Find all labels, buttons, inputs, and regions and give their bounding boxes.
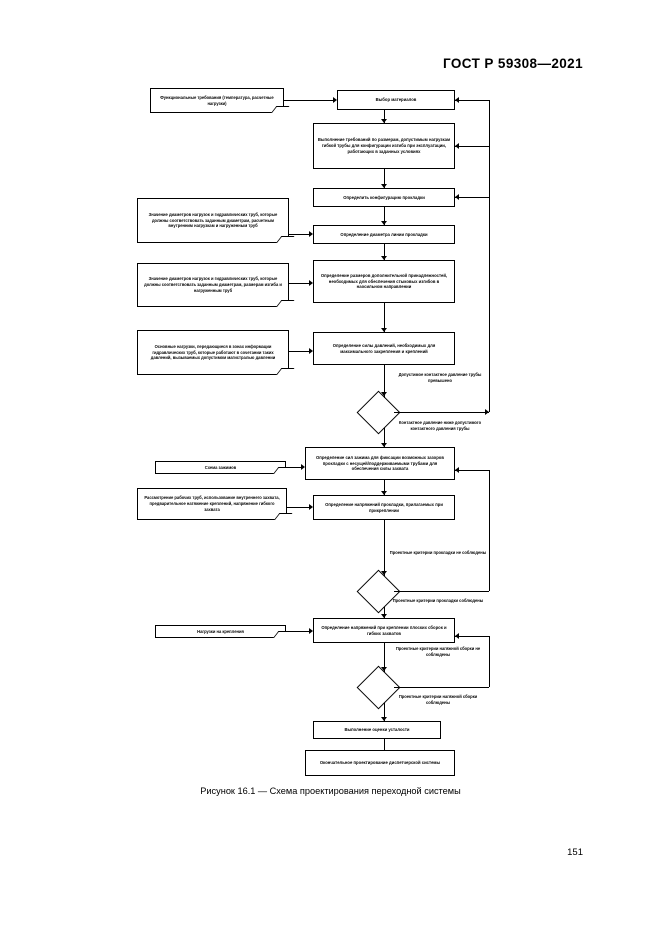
connector-n19-n20 [384,703,385,721]
arrowhead-n1-n2 [333,97,337,103]
arrowhead-n13-n12 [301,464,305,470]
flow-node-attachment-stresses: Определение напряжений прокладки, прилаг… [313,495,455,520]
connector-n13-n12 [286,467,301,468]
connector-n16-n18 [384,607,385,618]
connector-n18-n19 [384,643,385,672]
connector-n16-right [394,591,489,592]
figure-caption: Рисунок 16.1 — Схема проектирования пере… [200,786,461,796]
arrowhead-n3-n4 [381,184,387,188]
arrowhead-n11-n12 [381,443,387,447]
arrowhead-n4-n6 [381,221,387,225]
flowchart-figure: Функциональные требования (температура, … [0,80,661,780]
connector-n19-right [394,687,489,688]
page-number: 151 [567,847,583,858]
arrowhead-n14-n15 [309,504,313,510]
arrowhead-n6-n8 [381,256,387,260]
flow-node-note-clamp-scheme: Схема зажимов [155,461,286,474]
connector-n19-rail-to-n18 [455,636,489,637]
flow-node-define-accessories: Определение размеров дополнительной прин… [313,260,455,303]
flow-node-note-diameters-1: Значение диаметров нагрузок и гидравличе… [137,198,289,243]
connector-n14-n15 [287,507,309,508]
connector-n9-n10 [289,351,309,352]
flow-node-note-mount-loads: Нагрузки на крепления [155,625,286,638]
edge-label-layout-met: Проектные критерии прокладки соблюдены [392,598,484,603]
arrowhead-n8-n10 [381,328,387,332]
connector-n16-rail-up [489,470,490,591]
edge-label-pressure-exceeded: Допустимое контактное давление трубы пре… [398,372,482,383]
arrowhead-n16-rail-to-n12 [455,467,459,473]
connector-n8-n10 [384,303,385,332]
connector-n20-n21 [384,739,385,750]
connector-n17-n18 [286,631,309,632]
connector-n1-n2 [284,100,333,101]
flow-node-functional-requirements: Функциональные требования (температура, … [150,88,284,113]
arrowhead-n17-n18 [309,628,313,634]
connector-n3-n4 [384,169,385,188]
arrowhead-right-rail-top [455,97,459,103]
flow-node-material-selection: Выбор материалов [337,90,455,110]
connector-right-rail-n3 [455,146,489,147]
connector-n15-n16 [384,520,385,576]
arrowhead-n2-n3 [381,119,387,123]
connector-n5-n6 [289,234,309,235]
flow-node-fatigue-assessment: Выполнение оценки усталости [313,721,441,739]
flow-node-final-design: Окончательное проектирование диспетчерск… [305,750,455,776]
arrowhead-n7-n8 [309,280,313,286]
connector-n11-right [394,412,489,413]
arrowhead-n9-n10 [309,348,313,354]
connector-right-rail-top [455,100,489,101]
connector-n4-n6 [384,207,385,225]
connector-n6-n8 [384,244,385,260]
connector-n7-n8 [289,283,309,284]
arrowhead-n10-n11 [381,392,387,396]
flow-node-dimension-requirements: Выполнение требований по размерам, допус… [313,123,455,169]
edge-label-assembly-met: Проектные критерии нагяжной сборки соблю… [398,694,478,705]
flow-node-assembly-stresses: Определение напряжений при креплении пло… [313,618,455,643]
connector-n11-n12 [384,428,385,447]
arrowhead-n11-right [485,409,489,415]
connector-n16-rail-to-n12 [455,470,489,471]
edge-label-layout-not-met: Проектные критерии прокладки не соблюден… [389,550,487,555]
arrowhead-n5-n6 [309,231,313,237]
flow-node-define-configuration: Определить конфигурацию прокладки [313,188,455,207]
connector-right-rail-up [489,100,490,412]
connector-n10-n11 [384,365,385,398]
flow-node-define-diameter: Определение диаметра линии прокладки [313,225,455,244]
flow-node-define-forces: Определение силы давлений, необходимых д… [313,332,455,365]
arrowhead-n12-n15 [381,491,387,495]
arrowhead-n18-n19 [381,667,387,671]
flow-node-note-diameters-2: Значение диаметров нагрузок и гидравличе… [137,263,289,307]
arrowhead-n19-rail-to-n18 [455,633,459,639]
flow-node-note-loads: Основные нагрузки, передающиеся в зонах … [137,330,289,375]
connector-n19-rail-up [489,636,490,687]
arrowhead-right-rail-n3 [455,143,459,149]
arrowhead-n19-n20 [381,717,387,721]
arrowhead-n15-n16 [381,571,387,575]
flow-node-clamp-forces: Определение сил зажима для фиксации возм… [305,447,455,480]
arrowhead-right-rail-n4 [455,194,459,200]
connector-right-rail-n4 [455,197,489,198]
connector-n12-n15 [384,480,385,495]
standard-header: ГОСТ Р 59308—2021 [442,56,583,71]
edge-label-assembly-not-met: Проектные критерии нагяжной сборки не со… [395,646,481,657]
edge-label-pressure-ok: Контактное давление ниже допустимого кон… [398,420,482,431]
connector-n2-n3 [384,110,385,123]
flow-node-note-working-pipes: Рассмотрение рабочих труб, использование… [137,488,287,520]
arrowhead-n16-n18 [381,614,387,618]
